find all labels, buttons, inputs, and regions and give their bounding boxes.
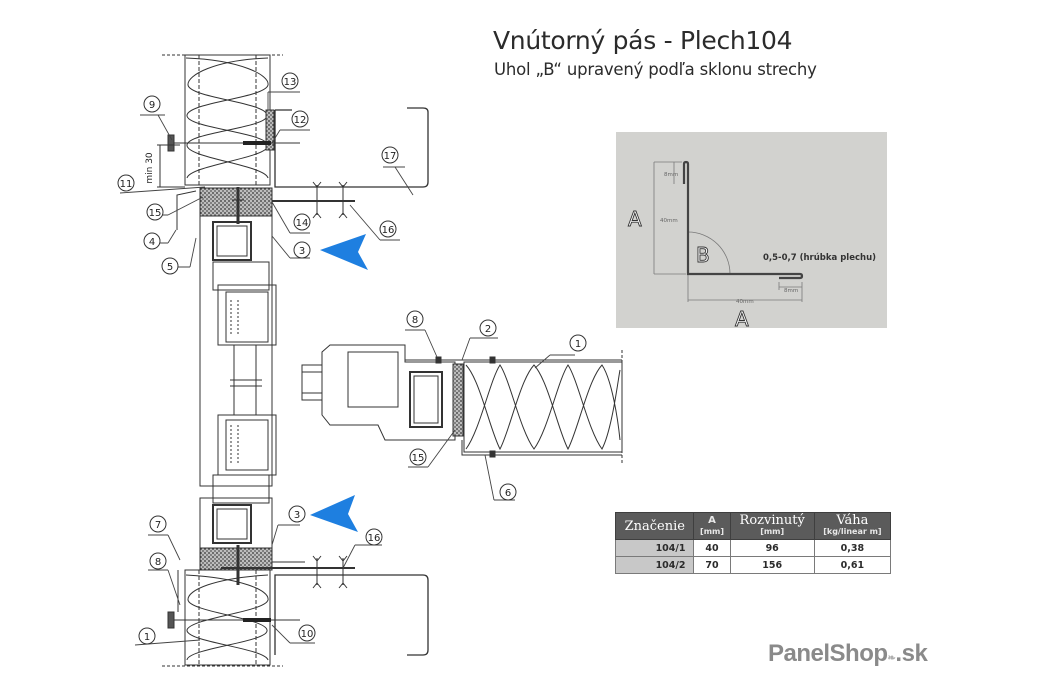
svg-text:3: 3 [299, 246, 305, 257]
callout-3: 3 [288, 505, 306, 523]
col-header-rozvinuty: Rozvinutý[mm] [729, 512, 815, 540]
brand-logo: PanelShop❧.sk [768, 640, 928, 668]
callout-9: 9 [143, 95, 161, 113]
callout-15: 15 [146, 203, 164, 221]
table-header-row: Značenie A[mm] Rozvinutý[mm] Váha[kg/lin… [614, 512, 892, 540]
cell-a: 40 [693, 539, 731, 557]
profile-drawing: 8mm 40mm 8mm 40mm A B A 0,5-0,7 (hrúbka … [628, 160, 876, 328]
dim-top-fold: 8mm [664, 172, 678, 178]
seal-strip [265, 109, 275, 151]
table-row: 104/1 40 96 0,38 [614, 539, 892, 557]
page-title: Vnútorný pás - Plech104 [493, 26, 793, 55]
svg-text:7: 7 [155, 520, 161, 531]
svg-text:11: 11 [120, 179, 133, 190]
pointer-arrow-bottom [310, 495, 358, 532]
cell-code: 104/1 [614, 539, 695, 557]
side-section [301, 344, 623, 465]
profile-detail-panel: 8mm 40mm 8mm 40mm A B A 0,5-0,7 (hrúbka … [616, 132, 887, 328]
cell-vaha: 0,38 [813, 539, 892, 557]
svg-text:17: 17 [384, 151, 397, 162]
callout-16: 16 [365, 528, 383, 546]
callout-11: 11 [117, 174, 135, 192]
cell-rozvinuty: 96 [729, 539, 815, 557]
bottom-sill [199, 547, 273, 571]
page-subtitle: Uhol „B“ upravený podľa sklonu strechy [494, 60, 817, 79]
svg-text:13: 13 [284, 77, 297, 88]
svg-text:15: 15 [149, 208, 162, 219]
svg-text:14: 14 [296, 218, 309, 229]
svg-text:8: 8 [412, 315, 418, 326]
callout-1: 1 [138, 627, 156, 645]
label-a-vertical: A [628, 207, 642, 231]
spec-table: Značenie A[mm] Rozvinutý[mm] Váha[kg/lin… [614, 512, 892, 574]
col-header-a: A[mm] [693, 512, 731, 540]
cell-a: 70 [693, 556, 731, 574]
bottom-wall-panel [162, 569, 283, 667]
leaf-icon: ❧ [887, 653, 896, 664]
sheet-profile [682, 160, 804, 280]
callout-10: 10 [298, 624, 316, 642]
svg-text:2: 2 [485, 324, 491, 335]
callout-15: 15 [409, 448, 427, 466]
svg-text:15: 15 [412, 453, 425, 464]
top-lintel [199, 187, 273, 217]
brand-name: PanelShop [768, 640, 888, 667]
callout-13: 13 [281, 72, 299, 90]
callout-8: 8 [149, 552, 167, 570]
callout-12: 12 [291, 110, 309, 128]
svg-text:9: 9 [149, 100, 155, 111]
svg-text:10: 10 [301, 629, 314, 640]
dim-bottom-fold: 8mm [784, 288, 798, 294]
callout-1: 1 [569, 334, 587, 352]
svg-text:5: 5 [167, 262, 173, 273]
callout-2: 2 [479, 319, 497, 337]
dim-vertical: 40mm [660, 218, 678, 224]
thickness-note: 0,5-0,7 (hrúbka plechu) [763, 253, 876, 263]
col-header-vaha: Váha[kg/linear m] [813, 512, 892, 540]
callout-16: 16 [379, 220, 397, 238]
callout-7: 7 [149, 515, 167, 533]
svg-text:3: 3 [294, 510, 300, 521]
callout-5: 5 [161, 257, 179, 275]
brand-suffix: .sk [895, 640, 928, 667]
callout-8: 8 [406, 310, 424, 328]
pointer-arrow-top [320, 234, 368, 270]
label-b-angle: B [696, 243, 710, 267]
dim-horizontal: 40mm [736, 299, 754, 305]
top-wall-panel [162, 54, 283, 186]
svg-text:16: 16 [382, 225, 395, 236]
label-a-horizontal: A [735, 307, 749, 328]
svg-text:12: 12 [294, 115, 307, 126]
svg-text:1: 1 [575, 339, 581, 350]
svg-text:16: 16 [368, 533, 381, 544]
callout-4: 4 [143, 232, 161, 250]
dimension-min30: min 30 [145, 152, 155, 184]
svg-text:1: 1 [144, 632, 150, 643]
svg-text:6: 6 [505, 488, 511, 499]
callout-17: 17 [381, 146, 399, 164]
svg-text:8: 8 [155, 557, 161, 568]
cell-vaha: 0,61 [813, 556, 892, 574]
col-header-znacenie: Značenie [614, 512, 695, 540]
callout-6: 6 [499, 483, 517, 501]
callout-3: 3 [293, 241, 311, 259]
cell-rozvinuty: 156 [729, 556, 815, 574]
cell-code: 104/2 [614, 556, 695, 574]
callout-14: 14 [293, 213, 311, 231]
window-frame-top [199, 215, 273, 487]
table-row: 104/2 70 156 0,61 [614, 556, 892, 574]
svg-text:4: 4 [149, 237, 155, 248]
